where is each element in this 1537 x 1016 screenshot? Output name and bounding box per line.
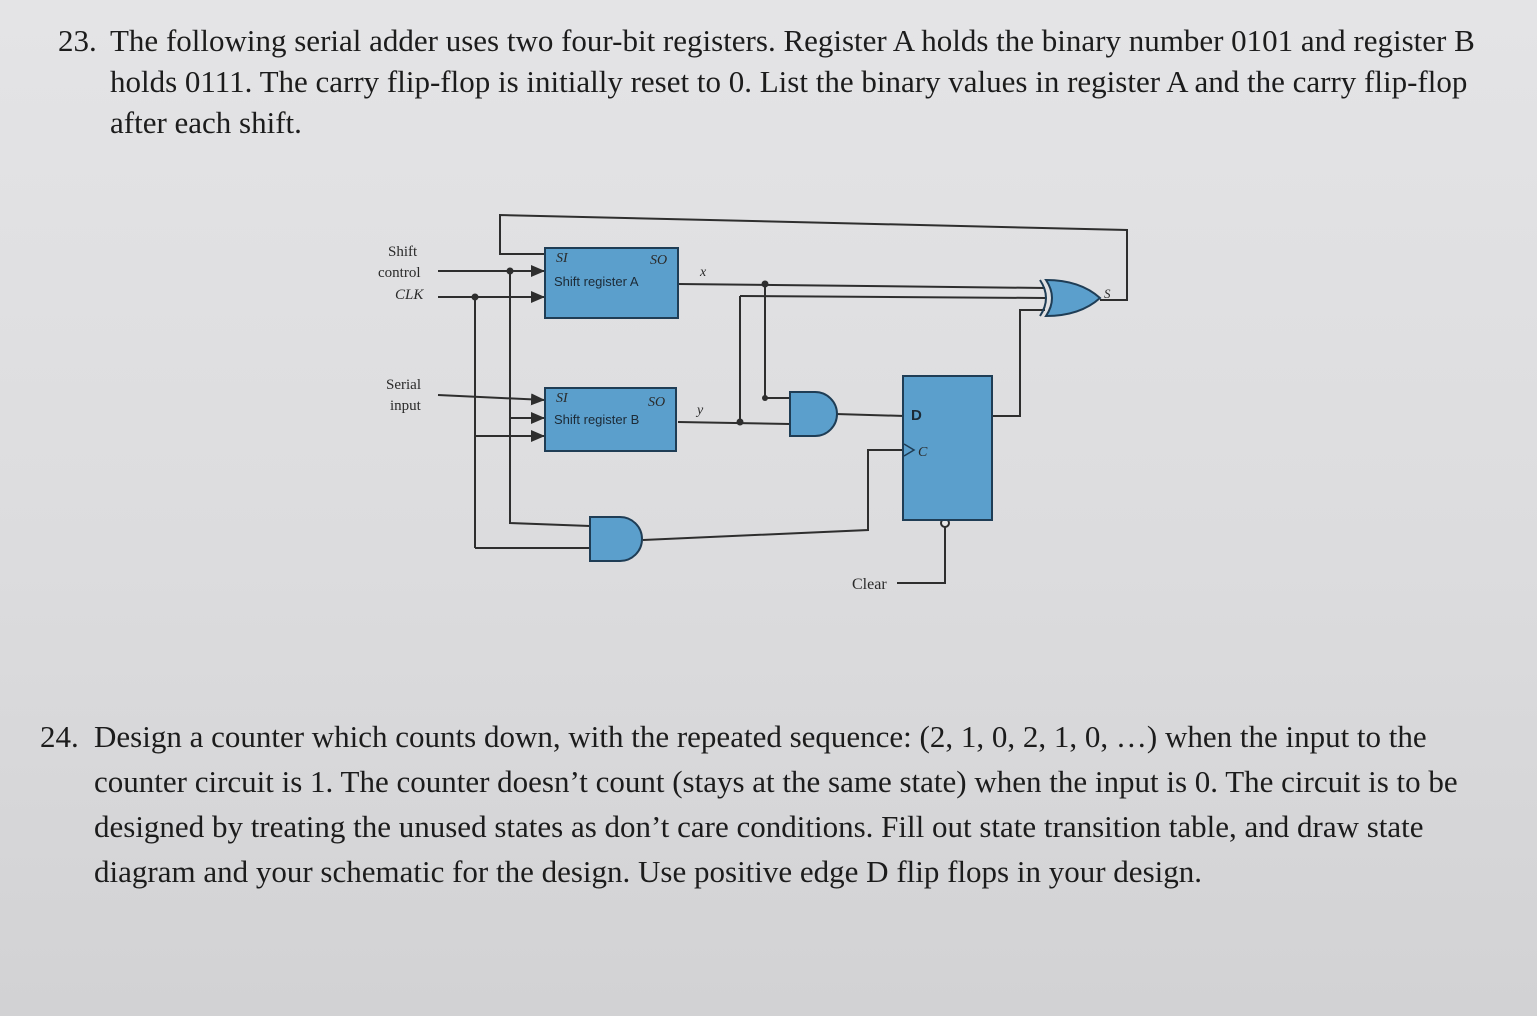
problem-24-text: Design a counter which counts down, with… <box>94 719 1458 889</box>
and-gate-clock <box>589 516 643 562</box>
problem-24: 24. Design a counter which counts down, … <box>40 714 1480 894</box>
clk-label: CLK <box>395 287 424 303</box>
problem-23: 23. The following serial adder uses two … <box>58 20 1478 143</box>
serial-label: Serial <box>386 377 421 393</box>
xor-gate <box>1039 278 1102 318</box>
and-gate-carry <box>789 391 838 437</box>
reg-a-name: Shift register A <box>554 274 639 289</box>
y-label: y <box>695 403 704 418</box>
input-label: input <box>390 398 422 414</box>
reg-a-si: SI <box>556 251 569 266</box>
problem-24-number: 24. <box>40 719 79 754</box>
y-wire <box>677 421 791 425</box>
x-label: x <box>699 265 707 280</box>
carry-flip-flop: D C <box>902 375 993 521</box>
serial-input-wire <box>437 393 546 406</box>
shift-register-a: SI SO Shift register A <box>544 247 679 319</box>
s-label: S <box>1104 286 1111 301</box>
reg-b-name: Shift register B <box>554 412 639 427</box>
control-label: control <box>378 265 421 281</box>
x-wire <box>677 283 1046 289</box>
ff-d-label: D <box>911 407 922 424</box>
shift-register-b: SI SO Shift register B <box>544 387 677 452</box>
reg-b-so: SO <box>648 395 665 410</box>
clear-wire <box>897 520 946 584</box>
reg-b-si: SI <box>556 391 569 406</box>
problem-23-text: The following serial adder uses two four… <box>110 23 1475 140</box>
clock-gate-to-ff <box>642 449 905 541</box>
reg-a-so: SO <box>650 253 667 268</box>
and-to-d-wire <box>835 413 906 417</box>
feedback-wire <box>499 213 1128 301</box>
q-to-xor-wire <box>990 309 1045 417</box>
ff-c-label: C <box>918 445 928 460</box>
wires <box>437 213 1128 584</box>
serial-adder-diagram: SI SO Shift register A SI SO Shift regis… <box>378 213 1128 593</box>
problem-23-number: 23. <box>58 23 97 58</box>
shift-label: Shift <box>388 244 418 260</box>
clear-label: Clear <box>852 576 887 593</box>
